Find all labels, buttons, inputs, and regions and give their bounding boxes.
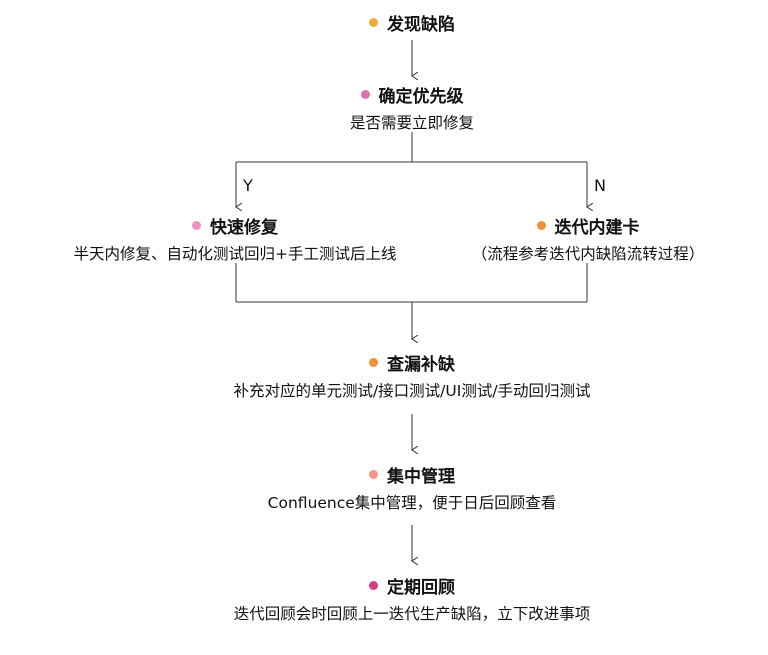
node-title: 定期回顾 xyxy=(387,578,455,598)
node-quick-fix: 快速修复 半天内修复、自动化测试回归+手工测试后上线 xyxy=(20,213,450,264)
node-title-row: 快速修复 xyxy=(192,213,278,238)
node-title-row: 集中管理 xyxy=(369,462,455,487)
node-title-row: 定期回顾 xyxy=(369,573,455,598)
status-dot-icon xyxy=(369,18,378,27)
node-description: 是否需要立即修复 xyxy=(349,114,474,132)
node-description: Confluence集中管理，便于日后回顾查看 xyxy=(267,494,557,512)
node-title: 迭代内建卡 xyxy=(554,218,640,238)
node-description: 半天内修复、自动化测试回归+手工测试后上线 xyxy=(73,245,397,263)
node-description: 迭代回顾会时回顾上一迭代生产缺陷，立下改进事项 xyxy=(233,605,591,623)
node-description: （流程参考迭代内缺陷流转过程） xyxy=(471,245,705,263)
status-dot-icon xyxy=(192,221,201,230)
node-title-row: 确定优先级 xyxy=(360,82,464,107)
status-dot-icon xyxy=(360,90,370,99)
status-dot-icon xyxy=(369,358,378,367)
node-iteration-card: 迭代内建卡 （流程参考迭代内缺陷流转过程） xyxy=(452,213,724,264)
branch-label-yes: Y xyxy=(243,176,253,195)
node-description: 补充对应的单元测试/接口测试/UI测试/手动回归测试 xyxy=(233,382,591,400)
node-title: 快速修复 xyxy=(210,218,278,238)
branch-label-no: N xyxy=(594,176,606,195)
node-centralized-management: 集中管理 Confluence集中管理，便于日后回顾查看 xyxy=(162,462,662,513)
node-title-row: 迭代内建卡 xyxy=(536,213,640,238)
node-title: 发现缺陷 xyxy=(387,15,455,35)
node-title: 确定优先级 xyxy=(378,87,464,107)
node-discover-defect: 发现缺陷 xyxy=(262,10,562,35)
node-fill-gaps: 查漏补缺 补充对应的单元测试/接口测试/UI测试/手动回归测试 xyxy=(162,350,662,401)
status-dot-icon xyxy=(369,581,378,590)
node-title-row: 查漏补缺 xyxy=(369,350,455,375)
node-title-row: 发现缺陷 xyxy=(369,10,455,35)
node-periodic-review: 定期回顾 迭代回顾会时回顾上一迭代生产缺陷，立下改进事项 xyxy=(162,573,662,624)
node-determine-priority: 确定优先级 是否需要立即修复 xyxy=(262,82,562,133)
status-dot-icon xyxy=(369,470,378,479)
node-title: 集中管理 xyxy=(387,467,455,487)
node-title: 查漏补缺 xyxy=(387,355,455,375)
status-dot-icon xyxy=(536,221,546,230)
